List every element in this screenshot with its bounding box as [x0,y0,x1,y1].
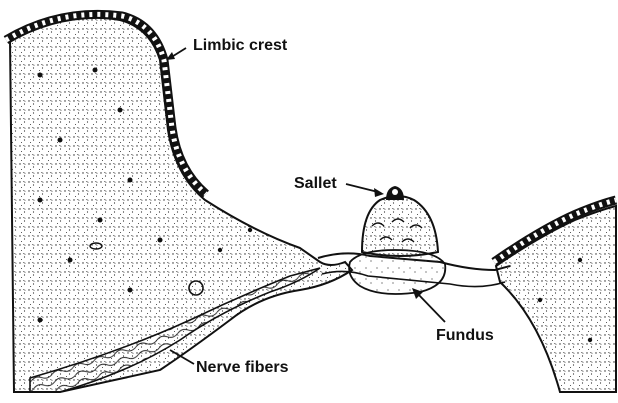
sallet-arrowhead [374,188,384,197]
fundus-leader [418,294,445,322]
nerve-fibers-label: Nerve fibers [196,360,289,376]
sallet-cell-cluster [362,196,438,256]
sallet-label: Sallet [294,176,337,192]
fundus-label: Fundus [436,328,494,344]
limbic-crest-label: Limbic crest [193,38,287,54]
sallet-leader [346,184,378,192]
right-tissue [496,206,616,392]
